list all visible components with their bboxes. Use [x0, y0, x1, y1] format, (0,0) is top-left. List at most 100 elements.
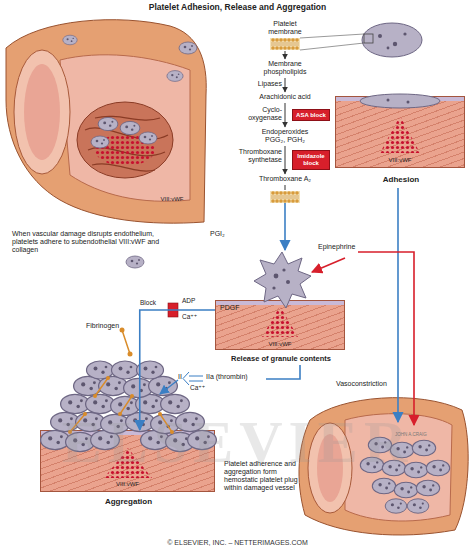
damaged-vessel — [98, 117, 118, 130]
pathway-arrows — [285, 103, 286, 127]
signal-lines — [312, 258, 345, 272]
node-text: Imidazole block — [293, 153, 329, 167]
node-text: VIII:vWF — [336, 157, 464, 164]
mediator-label: Epinephrine — [318, 243, 368, 251]
platelet-plug — [136, 394, 165, 413]
constricted-vessel — [368, 437, 391, 453]
pathway-step: Platelet membrane — [263, 20, 307, 36]
platelet-plug — [112, 361, 139, 379]
pathway-arrows — [285, 146, 286, 174]
damaged-vessel — [91, 136, 109, 148]
vwf-dots — [104, 116, 420, 478]
platelet-plug — [126, 412, 155, 431]
constricted-vessel — [390, 442, 413, 458]
constricted-vessel — [412, 440, 435, 456]
mediator-label: PGI₂ — [210, 230, 234, 238]
platelet-plug — [101, 414, 130, 433]
platelet-illustration — [362, 23, 422, 57]
constricted-vessel — [299, 398, 468, 535]
platelet-illustration — [378, 34, 382, 38]
activated-platelet — [272, 286, 275, 289]
platelet-plug — [111, 396, 140, 415]
tissue-panel: PDGFVIII:vWFRelease of granule contents — [215, 300, 345, 350]
platelet-plug — [170, 430, 174, 434]
platelet-illustration — [300, 23, 422, 57]
platelet-plug — [166, 432, 195, 451]
platelet-illustration — [387, 47, 390, 50]
platelet-plug — [149, 376, 178, 395]
constricted-vessel — [317, 434, 343, 502]
platelet-plug — [137, 361, 164, 379]
pathway-arrows — [285, 185, 286, 190]
constricted-vessel — [299, 398, 468, 535]
tissue-panel: VIII:vWFAdhesion — [335, 96, 465, 168]
connector-group — [140, 310, 215, 430]
vwf-dots — [104, 448, 152, 478]
constricted-vessel — [308, 423, 352, 513]
platelet-plug — [161, 394, 190, 413]
constricted-vessel — [404, 462, 427, 478]
node-text: PDGF — [220, 304, 250, 312]
fibrinogen-strand — [120, 256, 145, 357]
platelet-illustration — [300, 43, 364, 50]
pathway-arrows — [285, 78, 286, 92]
adhered-platelet — [407, 101, 410, 104]
damaged-vessel — [60, 55, 190, 201]
platelet-illustration — [403, 32, 406, 35]
platelet-plug — [83, 412, 87, 416]
pathway-arrows — [270, 191, 300, 203]
activated-platelet — [282, 268, 285, 271]
damaged-vessel — [120, 121, 140, 134]
panel-heading: Aggregation — [41, 497, 216, 506]
fibrinogen-strand — [122, 330, 130, 354]
damaged-vessel — [167, 71, 183, 82]
platelet-plug — [86, 394, 115, 413]
constricted-vessel — [426, 460, 449, 476]
ion-label: Ca⁺⁺ — [182, 313, 206, 320]
signal-lines — [358, 252, 414, 425]
mediator-label: ADP — [182, 297, 206, 304]
pathway-arrows — [270, 38, 300, 50]
platelet-plug — [76, 412, 105, 431]
vwf-dots — [380, 116, 420, 153]
damaged-vessel — [14, 50, 70, 174]
damaged-vessel — [77, 102, 173, 178]
block-box: Imidazole block — [292, 150, 330, 170]
signal-lines — [168, 303, 178, 317]
factor-label: II — [178, 373, 188, 381]
platelet-plug — [70, 378, 172, 432]
adhered-platelet — [387, 99, 390, 102]
platelet-plug — [87, 361, 114, 379]
block-box: ASA block — [292, 109, 330, 121]
constricted-vessel — [372, 478, 395, 494]
artist-signature: JOHN A.CRAIG — [395, 432, 455, 437]
platelet-plug — [66, 432, 95, 451]
enzyme-label: Lipases — [246, 80, 282, 88]
damaged-vessel — [179, 42, 197, 54]
fibrinogen-strand — [120, 328, 125, 333]
platelet-plug — [61, 394, 90, 413]
panel-heading: Release of granule contents — [206, 355, 356, 364]
platelet-plug — [118, 412, 122, 416]
constricted-vessel — [360, 457, 383, 473]
constricted-vessel — [385, 499, 407, 513]
damaged-vessel — [63, 35, 77, 45]
damaged-vessel — [6, 20, 206, 223]
platelet-plug — [176, 412, 205, 431]
platelet-plug — [130, 394, 134, 398]
panel-heading: Adhesion — [336, 175, 466, 184]
factor-label: Fibrinogen — [86, 322, 126, 330]
constricted-vessel — [394, 482, 417, 498]
node-text: VIII:vWF — [41, 481, 214, 488]
pathway-step: Membrane phospholipids — [255, 60, 315, 76]
constricted-vessel — [382, 460, 405, 476]
platelet-illustration — [393, 42, 397, 46]
platelet-plug — [41, 430, 70, 449]
activated-platelet — [254, 252, 311, 308]
platelet-plug — [106, 376, 110, 380]
adhered-platelet — [360, 94, 440, 108]
signal-lines — [266, 365, 300, 379]
